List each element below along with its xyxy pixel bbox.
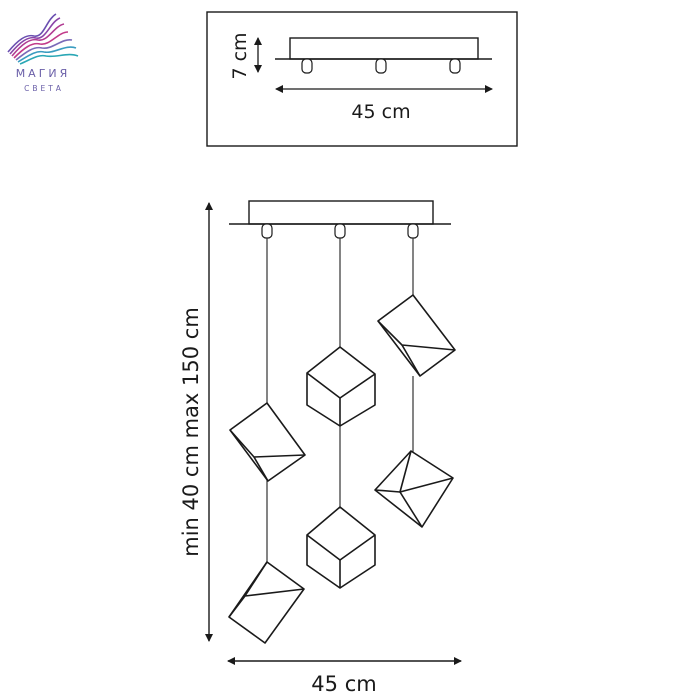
canopy-socket-2 <box>334 223 346 239</box>
canopy-socket-3 <box>407 223 419 239</box>
width-dimension-label: 45 cm <box>311 672 376 696</box>
inset-socket-1 <box>301 58 313 74</box>
cube-shade-3 <box>377 294 456 377</box>
inset-height-label: 7 cm <box>229 32 251 79</box>
cube-shade-1 <box>229 402 306 482</box>
height-dimension-label: min 40 cm max 150 cm <box>179 307 203 557</box>
inset-width-label: 45 cm <box>351 101 410 123</box>
inset-socket-2 <box>375 58 387 74</box>
pendant-lamp-drawing: min 40 cm max 150 cm 45 cm <box>179 200 462 696</box>
cube-shade-2 <box>306 346 376 427</box>
cube-shade-5 <box>374 450 454 528</box>
brand-tagline: СВЕТА <box>24 84 64 93</box>
brand-name: МАГИЯ <box>16 67 71 80</box>
canopy-plate <box>248 200 434 225</box>
inset-socket-3 <box>449 58 461 74</box>
inset-canopy-plate <box>289 37 479 60</box>
brand-logo: МАГИЯ СВЕТА <box>7 13 79 93</box>
cube-shade-4 <box>306 506 376 589</box>
inset-frame <box>206 11 518 147</box>
canopy-socket-1 <box>261 223 273 239</box>
wave-logo-icon <box>7 13 79 65</box>
cube-shade-6 <box>228 561 305 644</box>
inset-canopy-view: 7 cm 45 cm <box>206 11 518 147</box>
